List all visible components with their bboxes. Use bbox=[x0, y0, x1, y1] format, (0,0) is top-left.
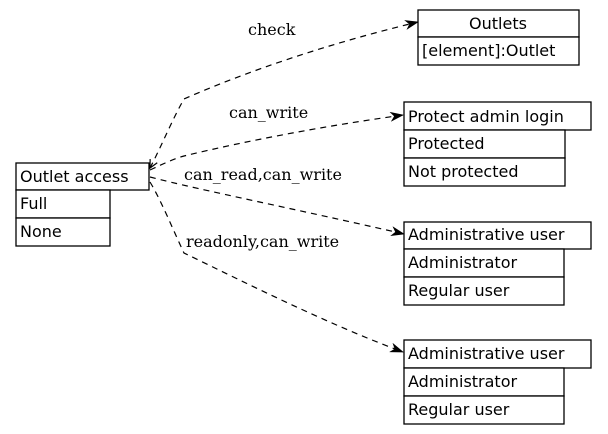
node-outlet-access-value: Full bbox=[20, 194, 47, 213]
edge-label-readonly-can-write: readonly,can_write bbox=[186, 232, 339, 251]
node-protect-admin-login-value: Protected bbox=[408, 134, 485, 153]
node-administrative-user-2-value: Regular user bbox=[408, 400, 510, 419]
node-outlets: Outlets [element]:Outlet bbox=[417, 9, 580, 66]
node-outlets-title: Outlets bbox=[469, 14, 527, 33]
node-administrative-user-1-row bbox=[403, 248, 565, 278]
node-outlets-value: [element]:Outlet bbox=[422, 41, 555, 60]
node-protect-admin-login-title: Protect admin login bbox=[408, 107, 564, 126]
edges bbox=[149, 22, 418, 353]
node-protect-admin-login-header bbox=[403, 101, 592, 131]
node-administrative-user-1: Administrative user Administrator Regula… bbox=[403, 221, 592, 306]
edge-readonly-can-write bbox=[149, 181, 404, 353]
edge-can-write bbox=[149, 111, 404, 171]
node-administrative-user-2-header bbox=[403, 339, 592, 369]
node-administrative-user-2: Administrative user Administrator Regula… bbox=[403, 339, 592, 425]
node-administrative-user-2-title: Administrative user bbox=[408, 344, 565, 363]
node-outlet-access-row bbox=[15, 189, 111, 219]
node-administrative-user-1-value: Regular user bbox=[408, 281, 510, 300]
node-outlet-access-header bbox=[15, 162, 150, 191]
edge-check bbox=[150, 22, 418, 168]
edge-can-read-can-write bbox=[149, 176, 405, 236]
edge-labels: check can_write can_read,can_write reado… bbox=[184, 20, 342, 251]
node-outlet-access: Outlet access Full None bbox=[15, 162, 150, 247]
node-administrative-user-1-title: Administrative user bbox=[408, 225, 565, 244]
node-protect-admin-login: Protect admin login Protected Not protec… bbox=[403, 101, 592, 187]
node-outlet-access-title: Outlet access bbox=[20, 167, 129, 186]
node-outlets-header bbox=[417, 9, 580, 38]
edge-label-check: check bbox=[248, 20, 296, 39]
node-protect-admin-login-value: Not protected bbox=[408, 162, 518, 181]
edge-label-can-write: can_write bbox=[229, 103, 308, 122]
node-outlet-access-row bbox=[15, 217, 111, 247]
node-outlet-access-value: None bbox=[20, 222, 62, 241]
node-administrative-user-1-value: Administrator bbox=[408, 253, 517, 272]
node-outlets-row bbox=[417, 36, 580, 66]
edge-label-can-read-can-write: can_read,can_write bbox=[184, 165, 342, 184]
node-protect-admin-login-row bbox=[403, 157, 566, 187]
node-administrative-user-1-row bbox=[403, 276, 565, 306]
node-administrative-user-2-row bbox=[403, 395, 565, 425]
node-administrative-user-2-value: Administrator bbox=[408, 372, 517, 391]
